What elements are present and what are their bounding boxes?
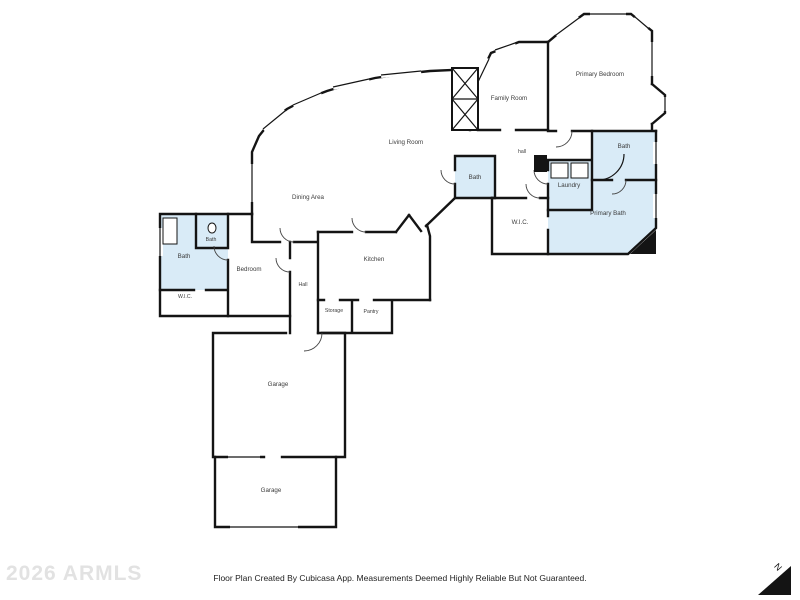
door-arc bbox=[303, 332, 323, 352]
room-label-kitchen: Kitchen bbox=[364, 256, 385, 263]
middle-bath-fill bbox=[455, 156, 495, 198]
door-arc bbox=[525, 183, 541, 199]
room-label-hall-small: hall bbox=[518, 149, 526, 155]
room-label-bath-upper-right: Bath bbox=[618, 143, 631, 150]
window bbox=[494, 40, 516, 53]
door-arc bbox=[440, 169, 456, 185]
fixtures bbox=[162, 67, 656, 254]
room-label-pantry: Pantry bbox=[364, 309, 379, 315]
primary-bath-fill bbox=[548, 180, 656, 254]
bath-tub-arc bbox=[597, 153, 625, 181]
door-arc bbox=[213, 245, 229, 261]
room-label-hall: Hall bbox=[299, 282, 308, 288]
wall-family-room bbox=[468, 40, 550, 132]
wall-bedroom-hall bbox=[250, 212, 320, 335]
door-arc bbox=[351, 217, 367, 233]
wall-wic-right bbox=[490, 196, 550, 256]
room-label-garage-large: Garage bbox=[268, 381, 289, 388]
window bbox=[261, 108, 287, 132]
shower bbox=[162, 217, 178, 245]
room-label-family-room: Family Room bbox=[491, 95, 527, 102]
room-label-bath-left-small: Bath bbox=[206, 237, 217, 243]
fireplace-hatch bbox=[451, 67, 479, 131]
north-arrow-triangle bbox=[758, 566, 791, 595]
window bbox=[380, 68, 422, 78]
window bbox=[554, 15, 581, 38]
dryer bbox=[570, 162, 589, 179]
wall-garage-large bbox=[211, 331, 347, 459]
window bbox=[332, 76, 370, 90]
corner-tub bbox=[630, 230, 656, 254]
wall-left-suite bbox=[158, 212, 292, 318]
room-label-storage: Storage bbox=[325, 308, 343, 314]
room-label-wic-left: W.I.C. bbox=[178, 294, 192, 300]
bath-shading bbox=[160, 131, 656, 290]
door-arc bbox=[555, 130, 573, 148]
room-label-bath-left: Bath bbox=[178, 253, 191, 260]
wall-left-suite-dividers bbox=[158, 212, 230, 318]
north-arrow: N bbox=[758, 561, 791, 595]
room-label-bath-middle: Bath bbox=[469, 174, 482, 181]
window bbox=[291, 90, 323, 108]
room-labels: Primary Bedroom Family Room Living Room … bbox=[178, 71, 631, 494]
wall-middle-bath bbox=[453, 154, 497, 200]
toilet bbox=[207, 222, 217, 234]
watermark: 2026 ARMLS bbox=[6, 562, 143, 585]
room-label-living-room: Living Room bbox=[389, 139, 423, 146]
wall-laundry bbox=[546, 129, 594, 212]
room-label-primary-bedroom: Primary Bedroom bbox=[576, 71, 624, 78]
doors bbox=[213, 130, 627, 352]
wall-storage-pantry bbox=[316, 298, 432, 335]
disclaimer-text: Floor Plan Created By Cubicasa App. Meas… bbox=[213, 573, 587, 583]
room-label-laundry: Laundry bbox=[558, 182, 581, 189]
door-arc bbox=[533, 169, 549, 185]
wall-kitchen-right bbox=[425, 223, 432, 302]
room-label-wic-right: W.I.C. bbox=[512, 219, 529, 226]
window bbox=[633, 14, 650, 31]
room-label-garage-small: Garage bbox=[261, 487, 282, 494]
windows bbox=[157, 11, 668, 530]
room-label-primary-bath: Primary Bath bbox=[590, 210, 626, 217]
door-arc bbox=[279, 227, 295, 243]
wall-kitchen-top bbox=[316, 196, 457, 234]
door-arc bbox=[611, 179, 627, 195]
door-arc bbox=[275, 257, 291, 273]
chase bbox=[534, 155, 547, 172]
room-label-dining-area: Dining Area bbox=[292, 194, 325, 201]
north-label: N bbox=[772, 561, 784, 573]
room-label-bedroom: Bedroom bbox=[236, 266, 261, 273]
washer bbox=[550, 162, 569, 179]
